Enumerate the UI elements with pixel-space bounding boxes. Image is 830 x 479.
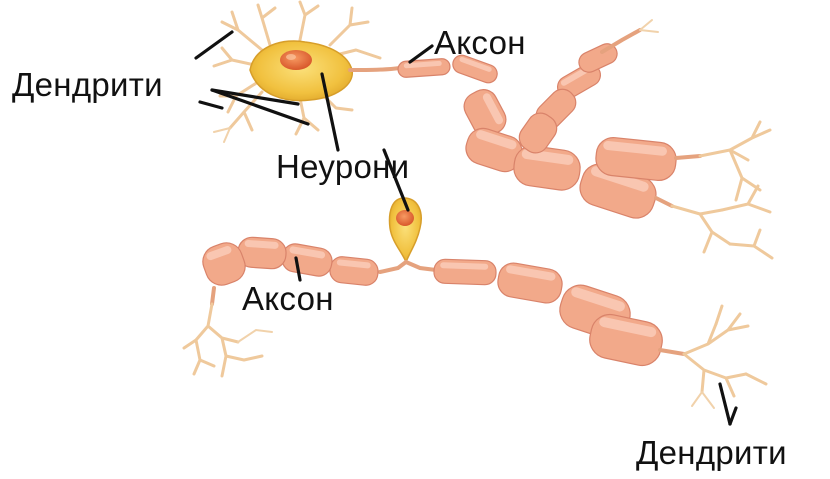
label-neurons: Неурони: [276, 148, 409, 185]
bottom-right-terminals: [684, 306, 766, 408]
bottom-right-axon: [434, 259, 684, 369]
label-axon-bottom: Аксон: [242, 280, 334, 317]
top-cell-body: [250, 41, 352, 101]
label-dendrites-bottom: Дендрити: [636, 434, 787, 471]
leader-dendrites-bottom: [720, 384, 730, 424]
label-dendrites-top: Дендрити: [12, 66, 163, 103]
top-nucleus: [280, 50, 312, 70]
bottom-nucleus: [396, 210, 414, 226]
top-axon-terminals: [640, 20, 772, 258]
leader-dendrites-top-4: [200, 102, 222, 108]
leader-dendrites-bottom-2: [730, 408, 736, 424]
label-axon-top: Аксон: [434, 24, 526, 61]
